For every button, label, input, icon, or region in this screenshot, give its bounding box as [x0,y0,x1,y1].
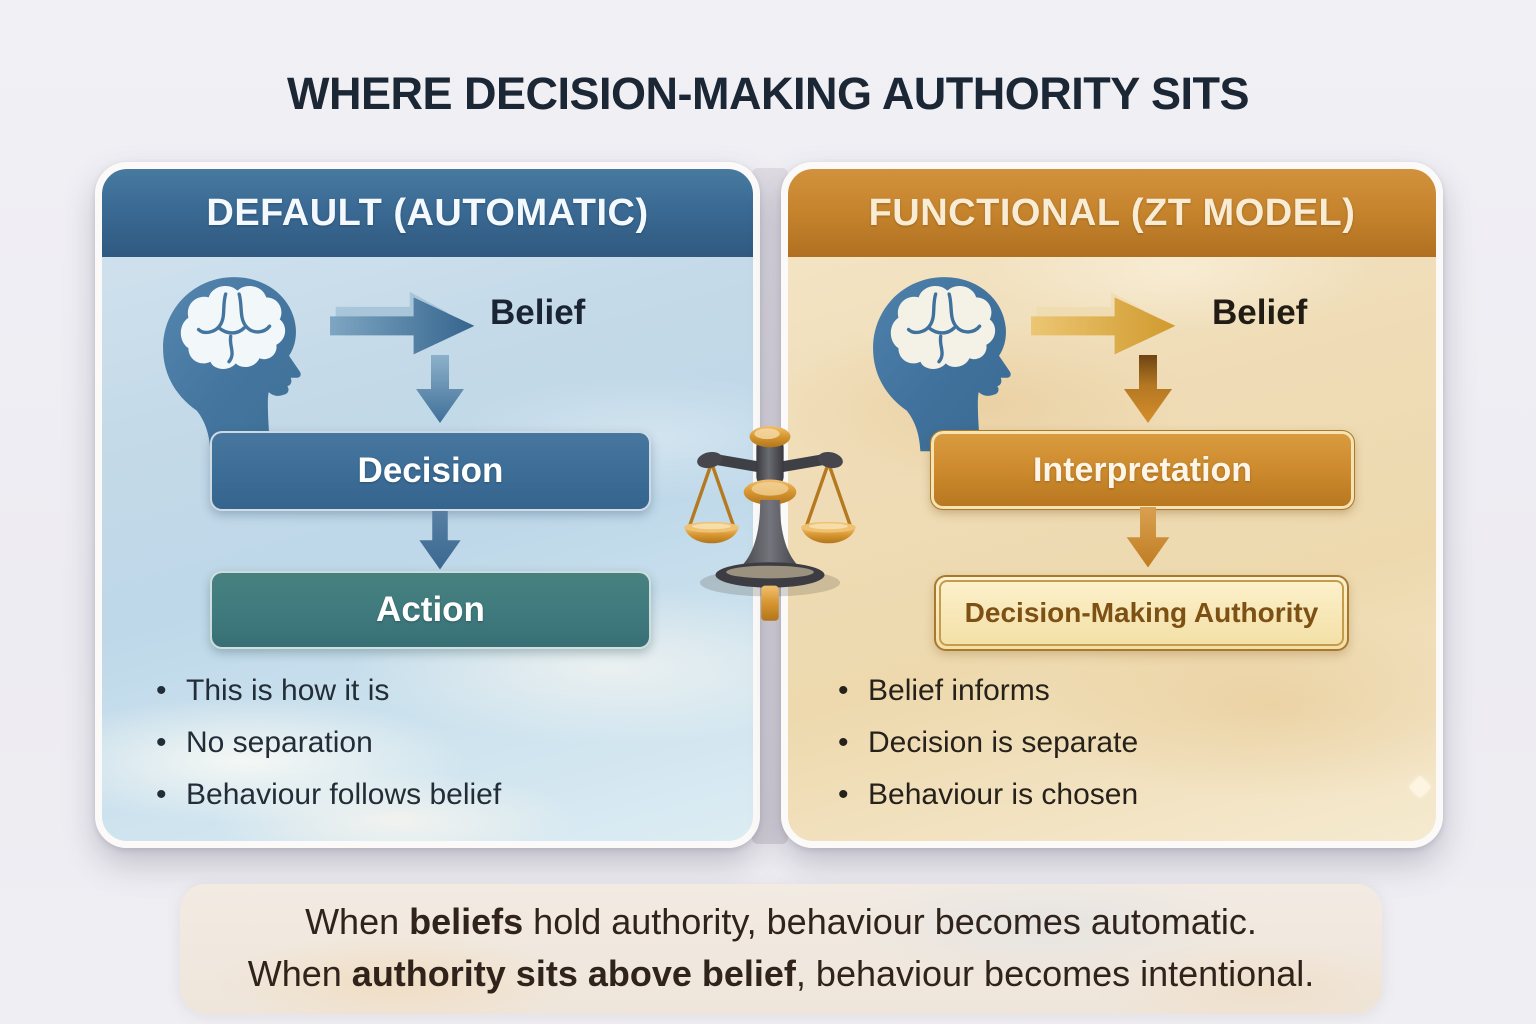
list-item: This is how it is [148,665,501,717]
bullet-text: This is how it is [186,674,390,707]
footer-text: When [247,953,352,994]
bullet-text: Decision is separate [868,726,1139,759]
brain-head-icon [850,267,1028,453]
bullet-text: Behaviour follows belief [186,778,502,811]
footer-text: hold authority, behaviour becomes automa… [523,901,1257,942]
panel-header-default: DEFAULT (AUTOMATIC) [102,169,753,257]
footer-text: , behaviour becomes intentional. [795,953,1315,994]
bullet-text: Behaviour is chosen [868,778,1139,811]
footer-summary-band: When beliefs hold authority, behaviour b… [180,884,1382,1014]
footer-text-bold: authority sits above belief [351,953,796,994]
page-title: WHERE DECISION-MAKING AUTHORITY SITS [286,68,1250,119]
bullet-text: Belief informs [868,674,1050,707]
down-arrow-icon [410,355,470,427]
balance-scale-icon [681,424,859,648]
down-arrow-icon [1118,507,1178,571]
functional-bullet-list: Belief informs Decision is separate Beha… [830,665,1138,821]
list-item: Behaviour follows belief [148,769,501,821]
footer-line-2: When authority sits above belief, behavi… [180,948,1382,1000]
down-arrow-icon [1118,355,1178,427]
footer-line-1: When beliefs hold authority, behaviour b… [180,896,1382,948]
panel-default-automatic: DEFAULT (AUTOMATIC) [95,162,760,848]
belief-label: Belief [1212,293,1308,332]
panel-functional-zt-model: FUNCTIONAL (ZT MODEL) [781,162,1443,848]
list-item: Belief informs [830,665,1138,717]
footer-text: When [305,901,410,942]
diamond-decoration [1408,775,1432,799]
decision-making-authority-box: Decision-Making Authority [934,575,1349,651]
belief-label: Belief [490,293,586,332]
right-arrow-icon [1031,285,1183,363]
brain-head-icon [140,267,318,453]
down-arrow-icon [410,511,470,573]
right-arrow-icon [330,285,482,363]
list-item: Behaviour is chosen [830,769,1138,821]
list-item: No separation [148,717,501,769]
bullet-text: No separation [186,726,373,759]
action-box: Action [210,571,651,649]
footer-text-bold: beliefs [409,901,524,942]
interpretation-box: Interpretation [930,430,1355,510]
decision-box: Decision [210,431,651,511]
panel-header-functional: FUNCTIONAL (ZT MODEL) [788,169,1436,257]
list-item: Decision is separate [830,717,1138,769]
default-bullet-list: This is how it is No separation Behaviou… [148,665,501,821]
